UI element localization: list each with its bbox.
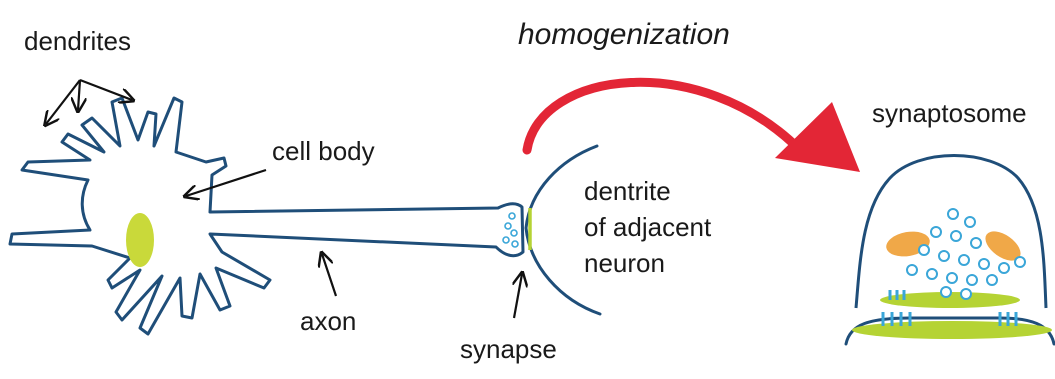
synaptosome [846,156,1054,345]
dendrites-pointer-3 [80,80,132,100]
dendrites-pointer-2 [78,80,80,110]
neuron [10,98,600,334]
label-homogenization: homogenization [518,18,730,51]
homogenization-arrow [527,82,860,172]
neuron-cell-outline [10,98,523,334]
label-adjacent-dendrite-line3: neuron [584,248,665,278]
axon-pointer [322,254,336,296]
dendrites-pointer-1 [46,80,80,124]
label-synapse: synapse [460,334,557,364]
label-axon: axon [300,306,356,336]
label-synaptosome: synaptosome [872,98,1027,128]
synaptosome-outline [856,156,1046,309]
label-dendrites: dendrites [24,26,131,56]
label-adjacent-dendrite-line2: of adjacent [584,212,712,242]
nucleus [126,213,154,267]
synapse-pointer [514,274,522,318]
label-adjacent-dendrite-line1: dentrite [584,176,671,206]
label-cell-body: cell body [272,136,375,166]
